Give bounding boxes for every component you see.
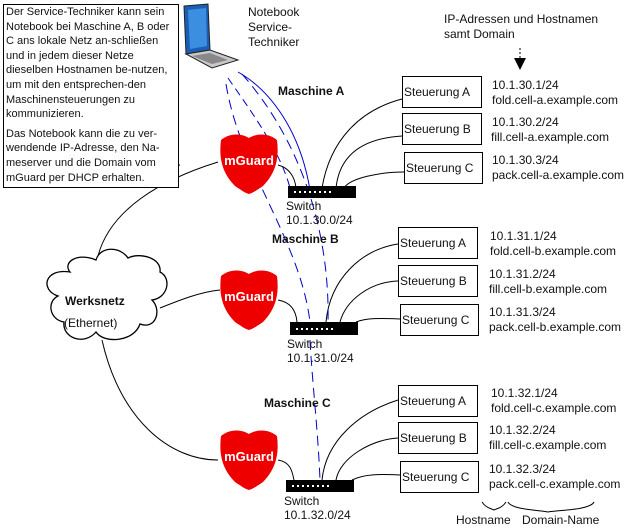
- controller-c-c-ip: 10.1.32.3/24: [489, 462, 556, 476]
- controller-b-c-ip: 10.1.31.3/24: [489, 305, 556, 319]
- cable-mguard-switch-c: [277, 459, 295, 481]
- cable-mguard-switch-a: [277, 164, 297, 189]
- controller-c-c: Steuerung C: [400, 461, 479, 493]
- header-line1: IP-Adressen und Hostnamen: [444, 12, 599, 26]
- switch-c-subnet: 10.1.32.0/24: [284, 508, 351, 522]
- controller-c-a-ip: 10.1.32.1/24: [491, 386, 558, 400]
- notebook-label-line3: Techniker: [248, 35, 300, 49]
- notebook-label-line2: Service-: [248, 20, 293, 34]
- controller-a-b-ip: 10.1.30.2/24: [492, 115, 559, 129]
- controller-a-c-host: pack.cell-a.example.com: [492, 168, 625, 182]
- controller-name: Steuerung B: [400, 431, 467, 445]
- controller-c-b: Steuerung B: [398, 422, 478, 454]
- cable-switch-b-ctrl-c: [355, 317, 401, 323]
- cable-switch-c-ctrl-a: [321, 399, 399, 481]
- controller-name: Steuerung A: [404, 85, 471, 99]
- controller-b-c-host: pack.cell-b.example.com: [489, 320, 622, 334]
- mguard-c: mGuard: [220, 430, 278, 490]
- switch-a: [288, 186, 356, 198]
- notebook-link-c: [309, 339, 321, 481]
- controller-c-c-host: pack.cell-c.example.com: [489, 477, 621, 491]
- controller-name: Steuerung C: [402, 470, 470, 484]
- controller-b-a-host: fold.cell-b.example.com: [490, 244, 617, 258]
- controller-a-b-host: fill.cell-a.example.com: [491, 130, 610, 144]
- controller-a-b: Steuerung B: [402, 113, 482, 145]
- mguard-c-label: mGuard: [224, 449, 274, 464]
- controller-a-c-ip: 10.1.30.3/24: [492, 153, 559, 167]
- controller-c-b-host: fill.cell-c.example.com: [489, 438, 607, 452]
- cable-mguard-switch-b: [277, 299, 298, 323]
- controller-b-b-ip: 10.1.31.2/24: [489, 267, 556, 281]
- werksnetz-title: Werksnetz: [65, 294, 125, 308]
- domain-brace: [507, 501, 595, 513]
- machine-b-label: Maschine B: [272, 232, 339, 246]
- mguard-b: mGuard: [220, 270, 278, 330]
- switch-c: [286, 480, 354, 492]
- cable-werksnetz-mguard-c: [101, 339, 219, 461]
- werksnetz-cloud: [46, 248, 168, 341]
- controller-b-a: Steuerung A: [398, 227, 478, 259]
- hostname-brace: [481, 501, 507, 511]
- notebook-link-a: [237, 71, 311, 191]
- notebook-link-b2: [225, 83, 311, 323]
- controller-b-b: Steuerung B: [398, 265, 478, 297]
- controller-name: Steuerung C: [406, 161, 474, 175]
- controller-name: Steuerung C: [402, 313, 470, 327]
- cable-werksnetz-mguard-b: [159, 289, 221, 309]
- controller-name: Steuerung B: [404, 122, 471, 136]
- legend-hostname: Hostname: [456, 513, 511, 527]
- controller-a-a-host: fold.cell-a.example.com: [492, 93, 619, 107]
- controller-b-c: Steuerung C: [400, 304, 479, 336]
- mguard-a: mGuard: [220, 134, 278, 194]
- switch-a-label: Switch: [286, 199, 322, 213]
- note-paragraph-2: Das Notebook kann die zu ver-wendende IP…: [6, 127, 160, 184]
- cable-switch-b-ctrl-a: [325, 243, 399, 323]
- laptop-icon: [183, 3, 240, 69]
- controller-a-c: Steuerung C: [404, 152, 483, 184]
- switch-b: [290, 322, 358, 335]
- cable-switch-a-ctrl-a: [321, 98, 403, 189]
- switch-a-subnet: 10.1.30.0/24: [286, 213, 353, 227]
- controller-b-a-ip: 10.1.31.1/24: [490, 229, 557, 243]
- controller-name: Steuerung A: [400, 394, 467, 408]
- switch-b-label: Switch: [287, 337, 323, 351]
- cable-switch-a-ctrl-b: [335, 135, 403, 189]
- mguard-b-label: mGuard: [224, 289, 274, 304]
- controller-c-a: Steuerung A: [398, 385, 478, 417]
- header-arrow-head: [514, 58, 526, 70]
- machine-a-label: Maschine A: [278, 84, 345, 98]
- controller-c-b-ip: 10.1.32.2/24: [489, 423, 556, 437]
- cable-switch-c-ctrl-b: [335, 437, 399, 481]
- explanation-note: Der Service-Techniker kann sein Notebook…: [3, 4, 179, 188]
- legend-domain: Domain-Name: [522, 513, 600, 527]
- notebook-link-a-dashed: [227, 77, 291, 189]
- note-paragraph-1: Der Service-Techniker kann sein Notebook…: [6, 6, 170, 121]
- controller-name: Steuerung A: [400, 236, 467, 250]
- controller-b-b-host: fill.cell-b.example.com: [489, 282, 608, 296]
- controller-a-a: Steuerung A: [402, 76, 482, 108]
- notebook-label-line1: Notebook: [248, 5, 300, 19]
- cable-switch-a-ctrl-c: [343, 171, 405, 189]
- werksnetz-subtitle: (Ethernet): [64, 316, 118, 330]
- cable-switch-b-ctrl-b: [339, 280, 399, 323]
- controller-a-a-ip: 10.1.30.1/24: [492, 78, 559, 92]
- mguard-a-label: mGuard: [224, 153, 274, 168]
- switch-c-label: Switch: [284, 494, 320, 508]
- controller-name: Steuerung B: [400, 274, 467, 288]
- cable-switch-c-ctrl-c: [351, 474, 401, 481]
- controller-c-a-host: fold.cell-c.example.com: [491, 401, 617, 415]
- header-line2: samt Domain: [444, 27, 515, 41]
- switch-b-subnet: 10.1.31.0/24: [287, 351, 354, 365]
- machine-c-label: Maschine C: [264, 396, 331, 410]
- cable-werksnetz-mguard-a: [97, 161, 219, 257]
